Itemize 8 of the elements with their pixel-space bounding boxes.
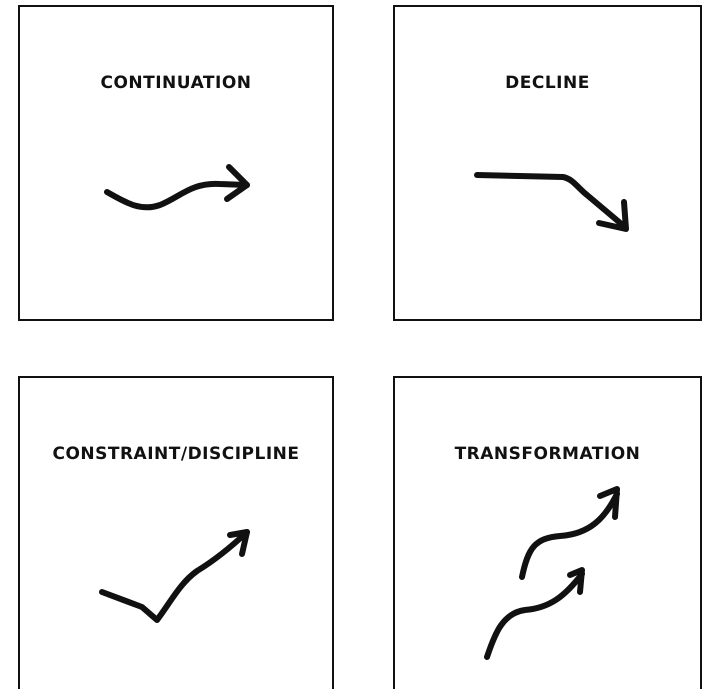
panel-title: DECLINE (504, 73, 591, 93)
panel-box (18, 376, 334, 689)
panel-title: CONTINUATION (99, 73, 253, 93)
panel-box (393, 376, 702, 689)
panel-title: TRANSFORMATION (454, 444, 642, 464)
panel-box (18, 5, 334, 321)
panel-box (393, 5, 702, 321)
panel-title: CONSTRAINT/DISCIPLINE (51, 444, 301, 464)
